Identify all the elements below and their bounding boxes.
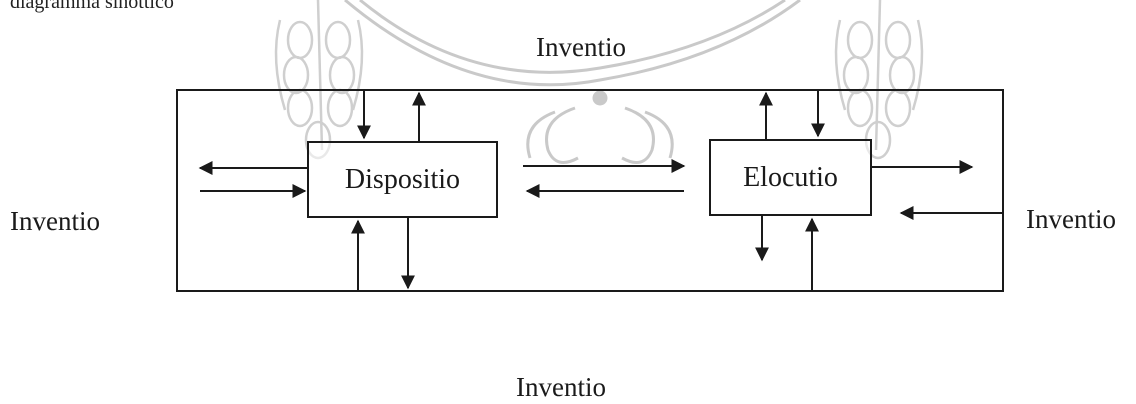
elocutio-box: Elocutio: [709, 139, 872, 216]
inventio-label-right: Inventio: [1026, 204, 1116, 234]
elocutio-label: Elocutio: [743, 161, 838, 193]
wheat-sheaf-left: [274, 0, 364, 160]
top-text-fragment: diagramma sinottico: [10, 0, 174, 13]
inventio-label-top: Inventio: [536, 32, 626, 62]
dispositio-label: Dispositio: [344, 163, 461, 195]
outer-frame: [176, 89, 1004, 292]
inventio-label-bottom: Inventio: [516, 372, 606, 402]
inventio-label-left: Inventio: [10, 206, 100, 236]
dispositio-box: Dispositio: [307, 141, 498, 218]
